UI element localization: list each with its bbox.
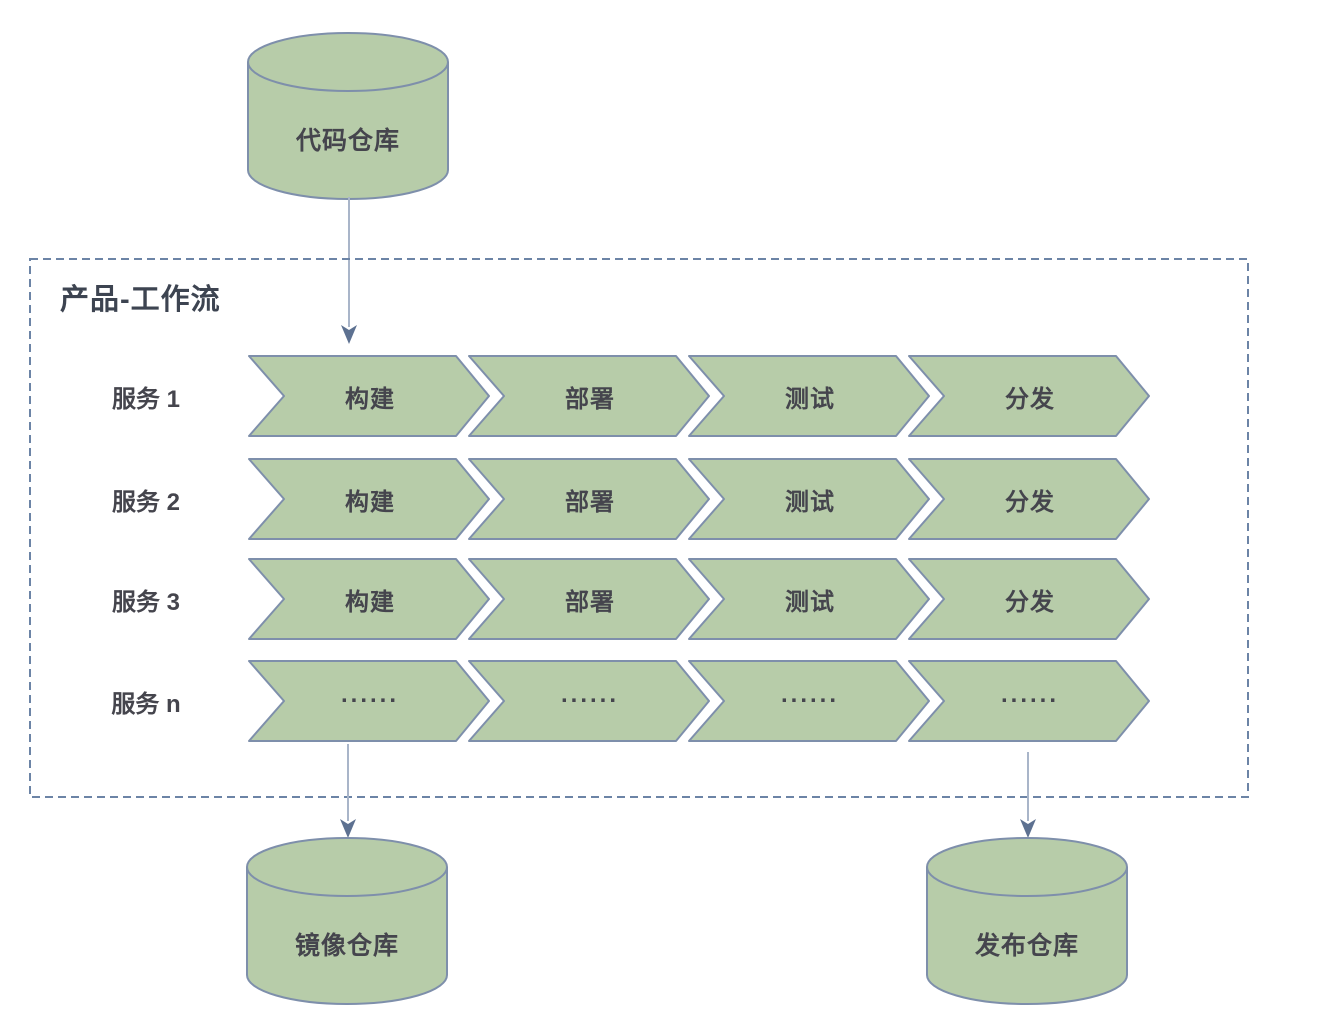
step-ellipsis-row4: ...... xyxy=(688,660,930,742)
chevron-arrow-icon xyxy=(908,458,1150,540)
step-label: 测试 xyxy=(785,588,835,616)
step-ellipsis-row4: ...... xyxy=(468,660,710,742)
release-repository-node: 发布仓库 xyxy=(925,836,1129,1006)
chevron-arrow-icon xyxy=(248,558,490,640)
step-label: 构建 xyxy=(345,385,395,413)
service-1-label: 服务 1 xyxy=(111,385,180,413)
database-cylinder-icon xyxy=(247,32,449,200)
code-repository-node: 代码仓库 xyxy=(246,31,450,201)
chevron-arrow-icon xyxy=(468,355,710,437)
step-label: ...... xyxy=(340,681,399,708)
arrow-down-workflow-to-image-repo xyxy=(340,744,356,838)
chevron-arrow-icon xyxy=(688,458,930,540)
chevron-arrow-icon xyxy=(908,660,1150,742)
step-label: ...... xyxy=(560,681,619,708)
step-label: 构建 xyxy=(345,488,395,516)
workflow-dashed-box xyxy=(29,258,1249,798)
step-test-row1: 测试 xyxy=(688,355,930,437)
step-build-row2: 构建 xyxy=(248,458,490,540)
step-deploy-row1: 部署 xyxy=(468,355,710,437)
chevron-arrow-icon xyxy=(468,458,710,540)
step-test-row2: 测试 xyxy=(688,458,930,540)
step-distribute-row1: 分发 xyxy=(908,355,1150,437)
image-repository-node: 镜像仓库 xyxy=(245,836,449,1006)
image-repository-label: 镜像仓库 xyxy=(294,932,399,960)
step-distribute-row3: 分发 xyxy=(908,558,1150,640)
step-deploy-row2: 部署 xyxy=(468,458,710,540)
chevron-arrow-icon xyxy=(908,558,1150,640)
arrow-down-code-to-workflow xyxy=(341,197,357,344)
chevron-arrow-icon xyxy=(688,355,930,437)
step-ellipsis-row4: ...... xyxy=(908,660,1150,742)
step-label: 构建 xyxy=(345,588,395,616)
step-label: ...... xyxy=(1000,681,1059,708)
chevron-arrow-icon xyxy=(248,458,490,540)
service-2-label: 服务 2 xyxy=(111,488,180,516)
step-label: 部署 xyxy=(565,385,615,413)
step-distribute-row2: 分发 xyxy=(908,458,1150,540)
chevron-arrow-icon xyxy=(248,355,490,437)
step-deploy-row3: 部署 xyxy=(468,558,710,640)
service-n-label: 服务 n xyxy=(111,690,181,718)
step-test-row3: 测试 xyxy=(688,558,930,640)
chevron-arrow-icon xyxy=(908,355,1150,437)
database-cylinder-icon xyxy=(926,837,1128,1005)
chevron-arrow-icon xyxy=(688,558,930,640)
chevron-arrow-icon xyxy=(468,660,710,742)
code-repository-label: 代码仓库 xyxy=(295,127,400,155)
database-cylinder-icon xyxy=(246,837,448,1005)
step-label: ...... xyxy=(780,681,839,708)
step-label: 部署 xyxy=(565,488,615,516)
arrow-down-workflow-to-release-repo xyxy=(1020,752,1036,838)
chevron-arrow-icon xyxy=(248,660,490,742)
step-label: 测试 xyxy=(785,488,835,516)
workflow-title: 产品-工作流 xyxy=(60,284,221,316)
step-label: 分发 xyxy=(1005,488,1055,516)
step-label: 分发 xyxy=(1005,385,1055,413)
chevron-arrow-icon xyxy=(688,660,930,742)
step-label: 分发 xyxy=(1005,588,1055,616)
step-label: 测试 xyxy=(785,385,835,413)
service-3-label: 服务 3 xyxy=(111,588,180,616)
step-build-row3: 构建 xyxy=(248,558,490,640)
step-ellipsis-row4: ...... xyxy=(248,660,490,742)
release-repository-label: 发布仓库 xyxy=(974,932,1079,960)
chevron-arrow-icon xyxy=(468,558,710,640)
step-build-row1: 构建 xyxy=(248,355,490,437)
step-label: 部署 xyxy=(565,588,615,616)
